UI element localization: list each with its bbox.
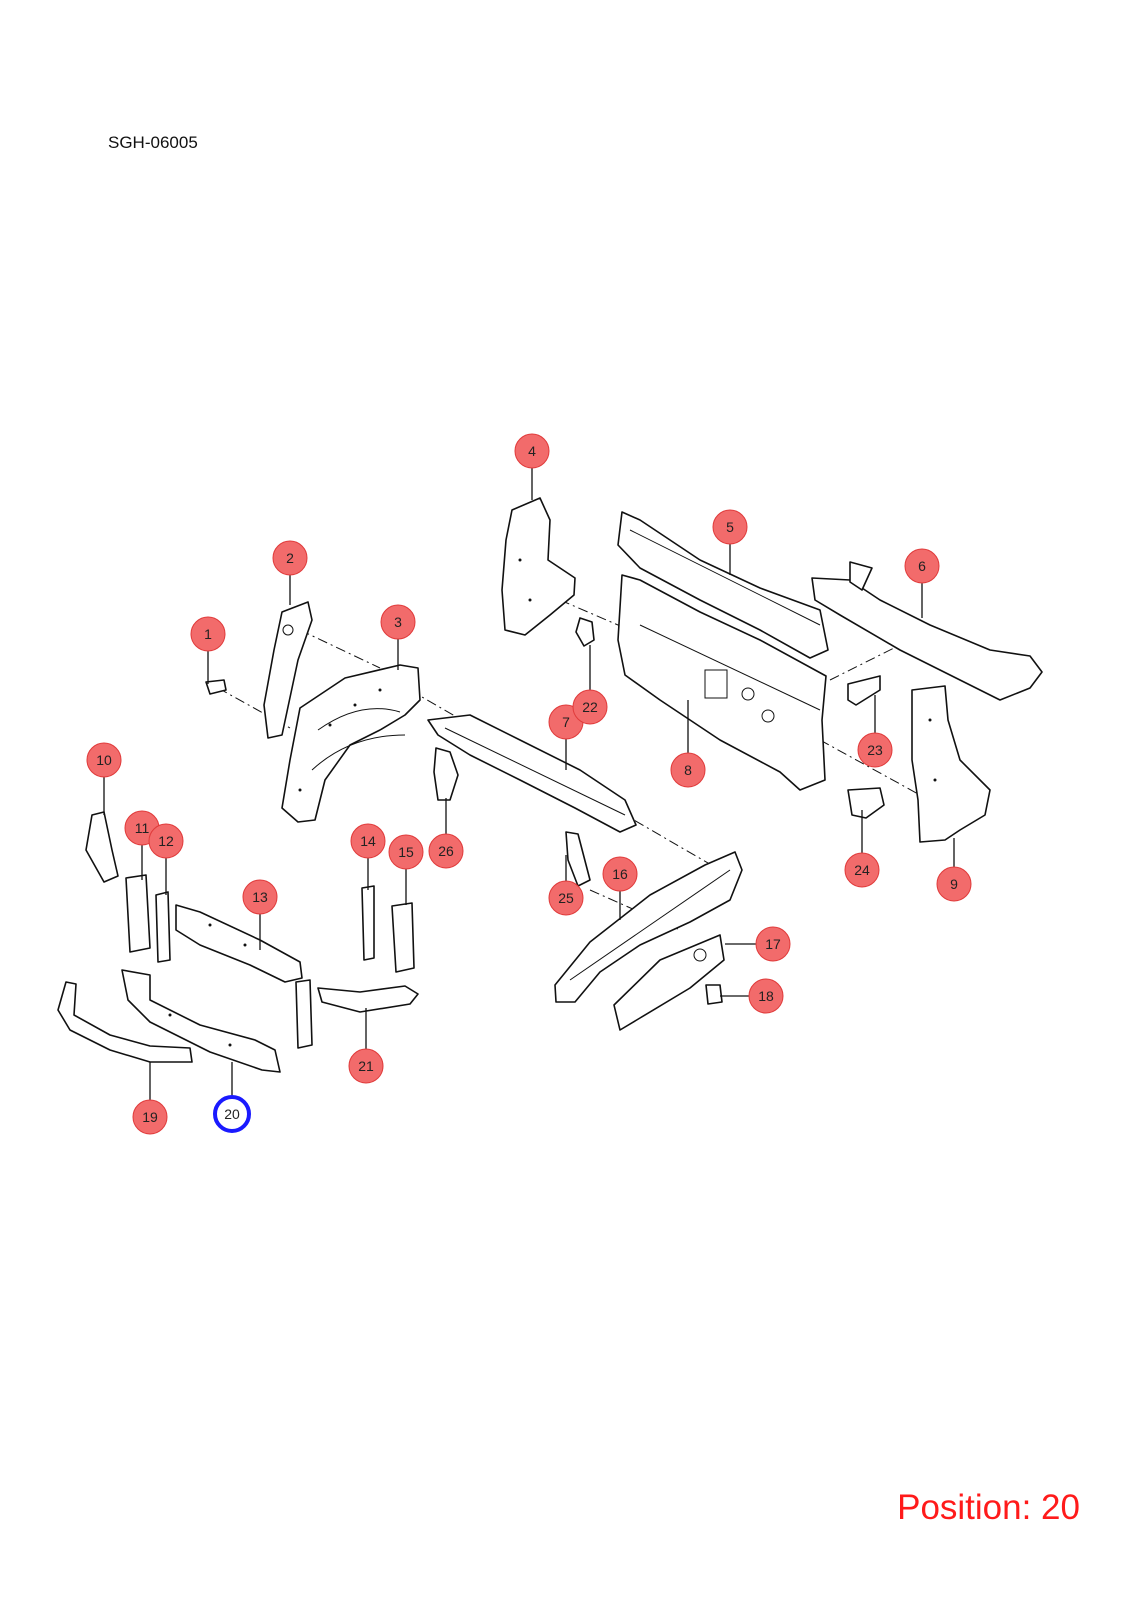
part-19-shape (57, 981, 193, 1063)
svg-text:26: 26 (438, 843, 454, 859)
svg-text:4: 4 (528, 443, 536, 459)
part-15-shape (391, 902, 415, 973)
callout-4[interactable]: 4 (514, 433, 550, 469)
svg-text:14: 14 (360, 833, 376, 849)
part-24-shape (847, 787, 885, 819)
svg-text:22: 22 (582, 699, 598, 715)
callout-13[interactable]: 13 (242, 879, 278, 915)
svg-text:16: 16 (612, 866, 628, 882)
svg-text:8: 8 (684, 762, 692, 778)
svg-text:5: 5 (726, 519, 734, 535)
svg-text:9: 9 (950, 876, 958, 892)
part-2-shape (263, 601, 313, 739)
callout-12[interactable]: 12 (148, 823, 184, 859)
svg-text:25: 25 (558, 890, 574, 906)
svg-text:6: 6 (918, 558, 926, 574)
svg-text:23: 23 (867, 742, 883, 758)
position-label: Position: 20 (897, 1488, 1080, 1527)
svg-text:20: 20 (224, 1106, 240, 1122)
part-3-shape (281, 664, 421, 823)
part-7-shape (427, 714, 637, 833)
svg-text:3: 3 (394, 614, 402, 630)
callout-2[interactable]: 2 (272, 540, 308, 576)
svg-text:7: 7 (562, 714, 570, 730)
svg-text:18: 18 (758, 988, 774, 1004)
callout-20[interactable]: 20 (213, 1095, 251, 1133)
callout-23[interactable]: 23 (857, 732, 893, 768)
diagram-code: SGH-06005 (108, 133, 198, 152)
part-6-shape (811, 561, 1043, 701)
part-10-shape (85, 811, 119, 883)
part-4-shape (501, 497, 576, 636)
callout-18[interactable]: 18 (748, 978, 784, 1014)
part-23-shape (847, 675, 881, 706)
part-14-shape (361, 885, 375, 961)
part-20-shape (121, 969, 281, 1073)
svg-text:19: 19 (142, 1109, 158, 1125)
part-13-shape (175, 904, 303, 983)
part-18-shape (705, 984, 723, 1005)
part-25-shape (565, 831, 591, 887)
svg-text:1: 1 (204, 626, 212, 642)
callout-14[interactable]: 14 (350, 823, 386, 859)
part-17-shape (613, 934, 725, 1031)
callout-3[interactable]: 3 (380, 604, 416, 640)
svg-text:24: 24 (854, 862, 870, 878)
part-1-shape (205, 679, 227, 695)
part-9-shape (911, 685, 991, 843)
part-11-shape (125, 874, 151, 953)
part-26-shape (433, 747, 459, 801)
callout-8[interactable]: 8 (670, 752, 706, 788)
callout-15[interactable]: 15 (388, 834, 424, 870)
svg-text:2: 2 (286, 550, 294, 566)
callout-10[interactable]: 10 (86, 742, 122, 778)
part-12-shape (155, 891, 171, 963)
callout-9[interactable]: 9 (936, 866, 972, 902)
svg-text:15: 15 (398, 844, 414, 860)
callouts: 1 2 3 4 5 6 7 8 9 10 11 12 13 14 15 16 1… (86, 433, 972, 1135)
part-8-shape (617, 574, 827, 791)
part-5-shape (617, 511, 829, 659)
callout-26[interactable]: 26 (428, 833, 464, 869)
callout-6[interactable]: 6 (904, 548, 940, 584)
svg-text:12: 12 (158, 833, 174, 849)
callout-24[interactable]: 24 (844, 852, 880, 888)
svg-text:21: 21 (358, 1058, 374, 1074)
callout-25[interactable]: 25 (548, 880, 584, 916)
callout-16[interactable]: 16 (602, 856, 638, 892)
svg-text:10: 10 (96, 752, 112, 768)
callout-1[interactable]: 1 (190, 616, 226, 652)
part-21-shape (295, 979, 419, 1049)
svg-text:17: 17 (765, 936, 781, 952)
callout-22[interactable]: 22 (572, 689, 608, 725)
callout-5[interactable]: 5 (712, 509, 748, 545)
callout-21[interactable]: 21 (348, 1048, 384, 1084)
part-22-shape (575, 617, 595, 647)
part-16-shape (554, 851, 743, 1003)
svg-text:11: 11 (135, 820, 150, 836)
callout-19[interactable]: 19 (132, 1099, 168, 1135)
svg-text:13: 13 (252, 889, 268, 905)
callout-17[interactable]: 17 (755, 926, 791, 962)
